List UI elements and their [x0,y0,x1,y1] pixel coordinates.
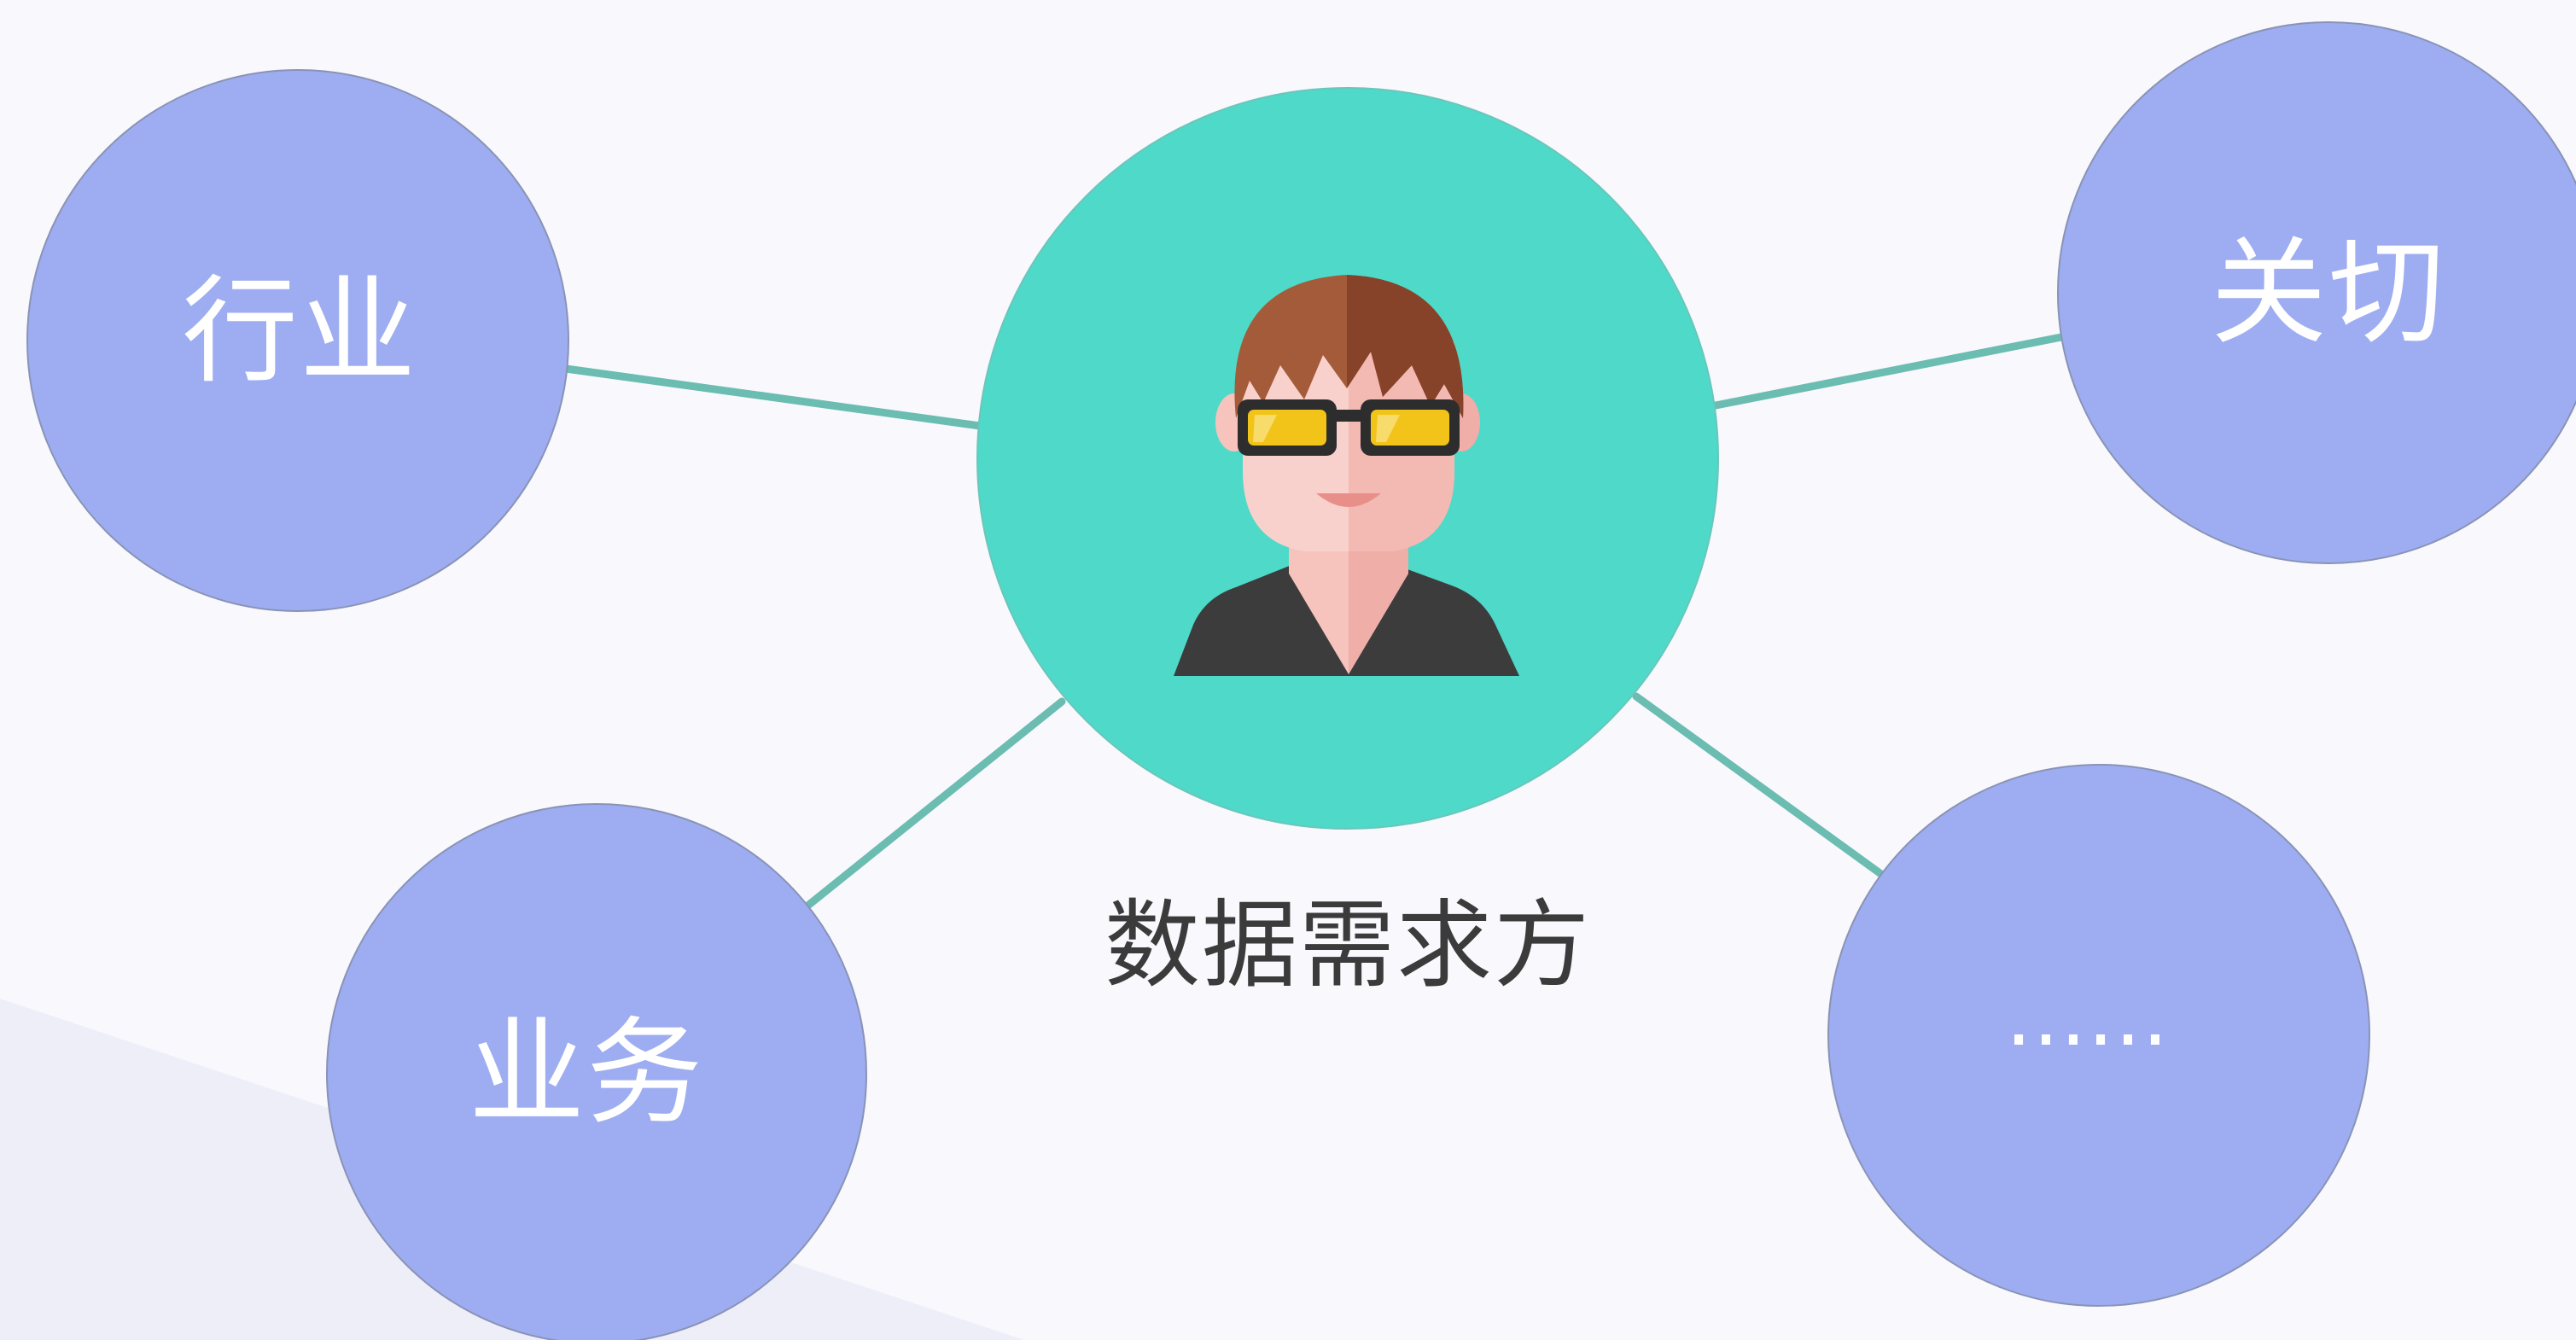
connector-hangye [562,364,984,430]
node-hangye-label: 行业 [182,265,417,399]
node-more-label: …… [2005,969,2169,1064]
node-guanqie: 关切 [2057,21,2576,564]
node-guanqie-label: 关切 [2211,226,2446,361]
connector-more [1632,692,1892,883]
connector-yewu [801,697,1066,912]
node-more: …… [1827,764,2370,1307]
person-with-sunglasses-icon [1174,275,1519,676]
node-yewu: 业务 [326,803,867,1340]
center-caption: 数据需求方 [1104,890,1591,1001]
node-yewu-label: 业务 [469,1006,704,1141]
connector-guanqie [1711,333,2066,410]
node-hangye: 行业 [26,69,569,612]
